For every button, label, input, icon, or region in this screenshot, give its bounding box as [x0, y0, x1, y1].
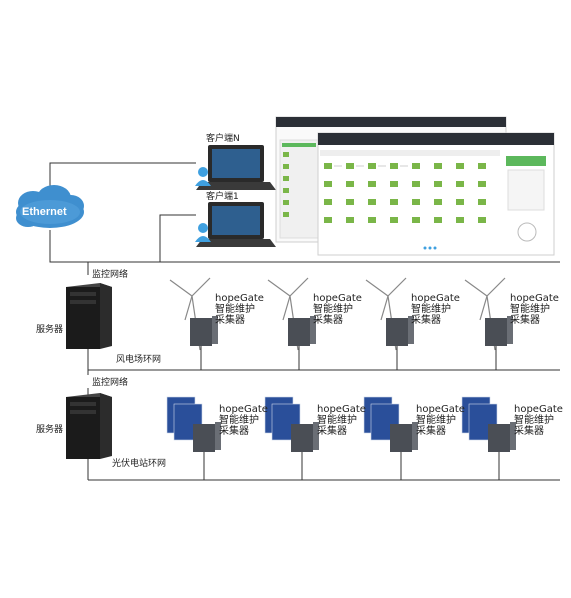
- gateway-line2: 智能维护: [411, 304, 451, 315]
- collector-device-icon: [488, 422, 516, 452]
- server-label: 服务器: [36, 325, 64, 335]
- gateway-label: hopeGate 智能维护 采集器: [313, 293, 362, 326]
- gateway-line2: 智能维护: [514, 415, 554, 426]
- monitor-network-label: 监控网络: [92, 270, 129, 280]
- gateway-label: hopeGate 智能维护 采集器: [416, 404, 465, 437]
- gateway-label: hopeGate 智能维护 采集器: [219, 404, 268, 437]
- gateway-line3: 采集器: [215, 315, 245, 326]
- gateway-line3: 采集器: [514, 426, 544, 437]
- solar-ring-label: 光伏电站环网: [112, 459, 167, 469]
- user-icon: [195, 223, 211, 242]
- gateway-label: hopeGate 智能维护 采集器: [411, 293, 460, 326]
- collector-device-icon: [190, 316, 218, 346]
- gateway-name: hopeGate: [215, 293, 264, 304]
- gateway-name: hopeGate: [317, 404, 366, 415]
- collector-device-icon: [386, 316, 414, 346]
- collector-device-icon: [291, 422, 319, 452]
- gateway-line3: 采集器: [510, 315, 540, 326]
- gateway-name: hopeGate: [313, 293, 362, 304]
- gateway-name: hopeGate: [510, 293, 559, 304]
- collector-device-icon: [390, 422, 418, 452]
- ethernet-cloud-icon: [16, 185, 84, 228]
- collector-device-icon: [193, 422, 221, 452]
- gateway-name: hopeGate: [416, 404, 465, 415]
- gateway-line3: 采集器: [313, 315, 343, 326]
- gateway-line2: 智能维护: [215, 304, 255, 315]
- laptop-icon: [196, 202, 276, 247]
- gateway-line3: 采集器: [317, 426, 347, 437]
- gateway-line2: 智能维护: [317, 415, 357, 426]
- gateway-line2: 智能维护: [416, 415, 456, 426]
- gateway-name: hopeGate: [411, 293, 460, 304]
- wind-ring-label: 风电场环网: [116, 355, 162, 365]
- gateway-line3: 采集器: [416, 426, 446, 437]
- ethernet-label: Ethernet: [22, 206, 67, 218]
- server-icon: [66, 393, 112, 459]
- gateway-line3: 采集器: [411, 315, 441, 326]
- solar-panel-icon: [264, 396, 301, 441]
- gateway-label: hopeGate 智能维护 采集器: [317, 404, 366, 437]
- gateway-label: hopeGate 智能维护 采集器: [514, 404, 563, 437]
- server-icon: [66, 283, 112, 349]
- gateway-name: hopeGate: [514, 404, 563, 415]
- gateway-line2: 智能维护: [219, 415, 259, 426]
- user-icon: [195, 167, 211, 186]
- gateway-label: hopeGate 智能维护 采集器: [215, 293, 264, 326]
- gateway-label: hopeGate 智能维护 采集器: [510, 293, 559, 326]
- collector-device-icon: [485, 316, 513, 346]
- client-n-label: 客户端N: [206, 134, 240, 144]
- collector-device-icon: [288, 316, 316, 346]
- client-1-label: 客户端1: [206, 192, 239, 202]
- software-screenshot-front: [317, 132, 555, 256]
- gateway-line2: 智能维护: [313, 304, 353, 315]
- solar-panel-icon: [363, 396, 400, 441]
- gateway-line3: 采集器: [219, 426, 249, 437]
- gateway-line2: 智能维护: [510, 304, 550, 315]
- monitor-network-label: 监控网络: [92, 378, 129, 388]
- laptop-icon: [196, 145, 276, 190]
- server-label: 服务器: [36, 425, 64, 435]
- gateway-name: hopeGate: [219, 404, 268, 415]
